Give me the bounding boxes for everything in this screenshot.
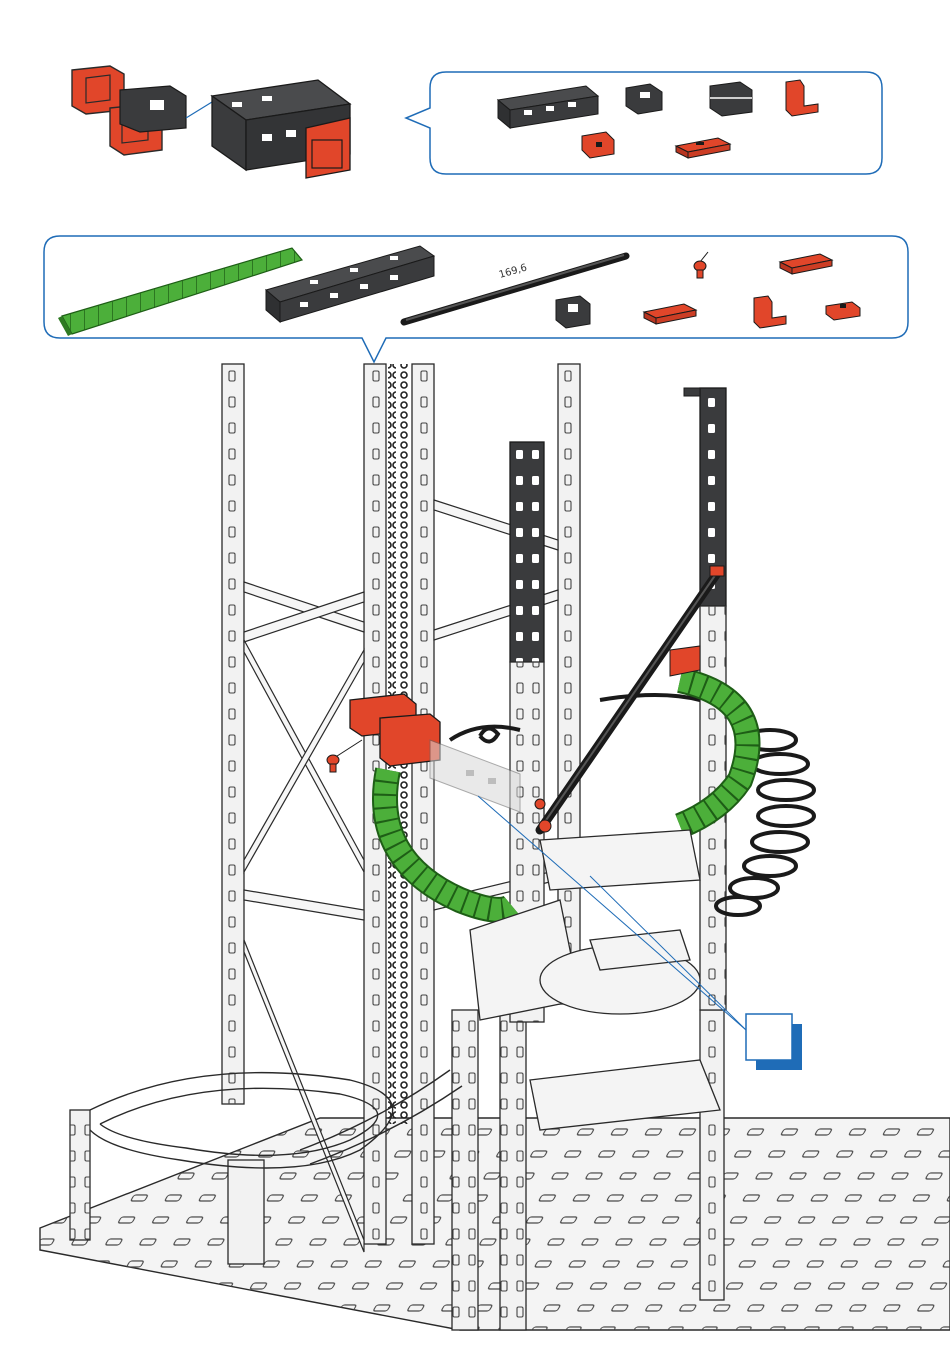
- parts-callout-top: [406, 72, 882, 174]
- part-red-block-5: [582, 132, 614, 158]
- part-black-block-15: [626, 84, 662, 114]
- part-black-block-15-bore: [710, 82, 752, 116]
- new-black-block-translucent: [430, 740, 520, 812]
- part-black-block-15-main: [556, 296, 590, 328]
- black-block-30-with-red-end: [212, 80, 350, 178]
- main-model: [40, 364, 950, 1330]
- subassembly-illustration: [72, 66, 350, 178]
- step-callout-box: [746, 1014, 802, 1070]
- parts-callout-main: 169,6: [44, 236, 908, 362]
- black-block-15: [120, 86, 186, 132]
- red-spring-cam-placement: [327, 740, 362, 772]
- assembly-guide-line: [186, 102, 212, 118]
